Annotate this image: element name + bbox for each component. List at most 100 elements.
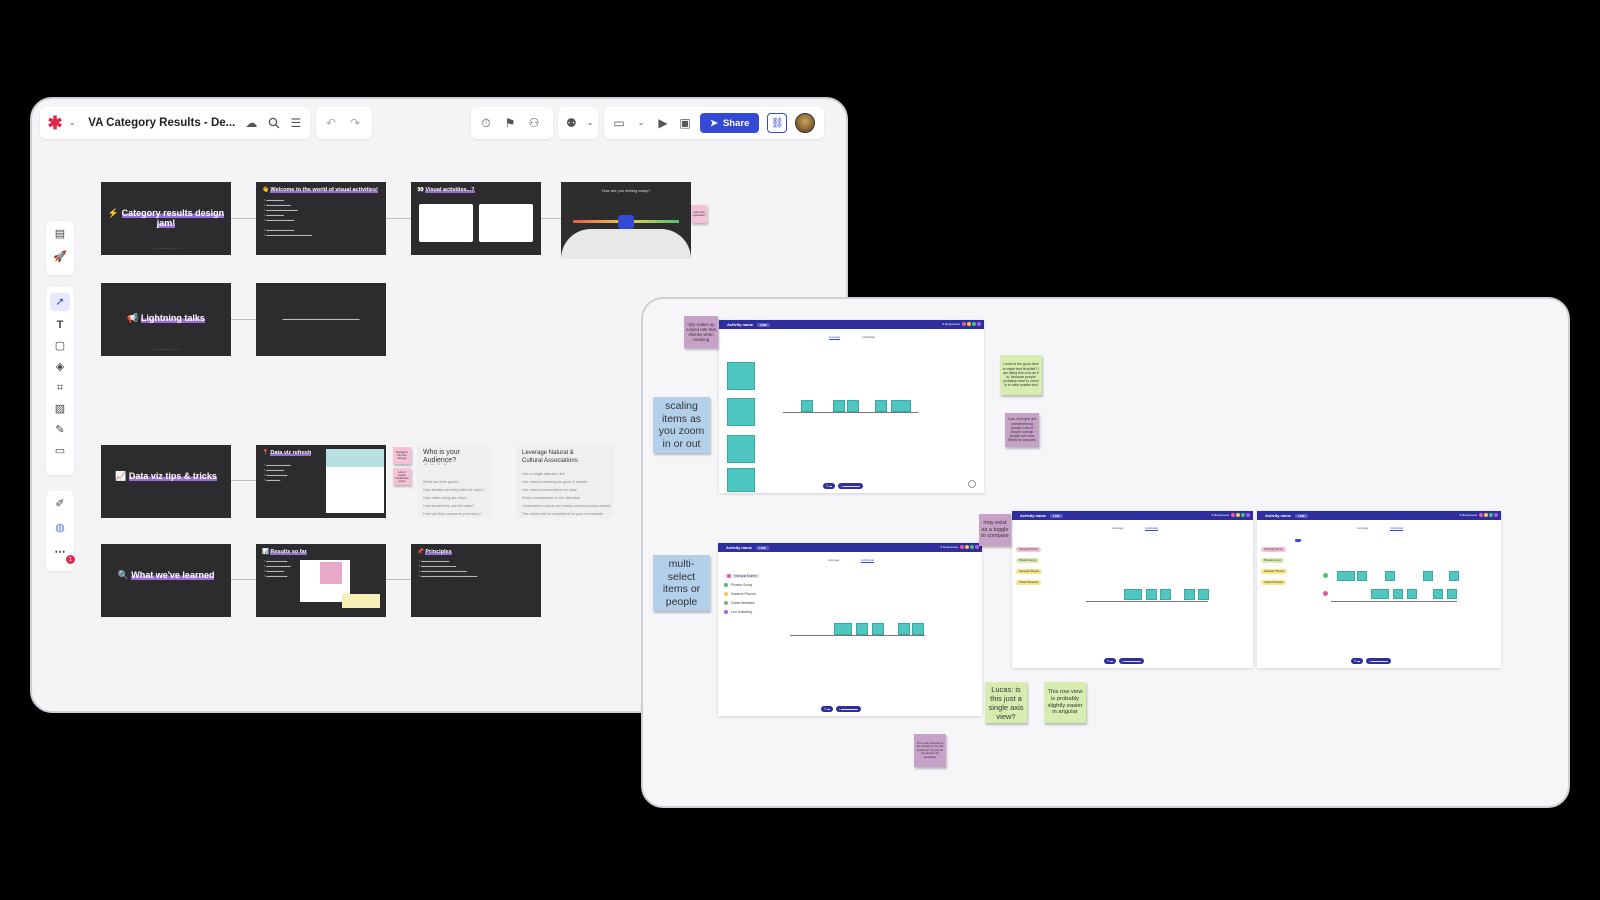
slide-category-results[interactable]: ⚡ Category results design jam! ·········… bbox=[101, 182, 231, 255]
compare-toggle[interactable] bbox=[1295, 539, 1301, 542]
text-tool-icon[interactable]: T bbox=[56, 318, 64, 331]
slide-visual-activities[interactable]: 👀 Visual activities...? bbox=[411, 182, 541, 255]
slide-welcome[interactable]: 👋 Welcome to the world of visual activit… bbox=[256, 182, 386, 255]
person-chip[interactable]: Vishapla Murrell bbox=[1016, 547, 1041, 552]
integrations-icon[interactable]: ◍ bbox=[55, 521, 65, 534]
draw-icon[interactable]: ✐ bbox=[55, 497, 65, 510]
item-tile[interactable] bbox=[1337, 571, 1355, 581]
sticky-note[interactable]: multi-select items or people bbox=[653, 555, 710, 611]
item-tile[interactable] bbox=[834, 623, 852, 635]
item-tile[interactable] bbox=[727, 468, 755, 492]
tab-individual[interactable]: Individual bbox=[1390, 526, 1403, 531]
menu-icon[interactable]: ☰ bbox=[290, 116, 302, 130]
tab-individual[interactable]: Individual bbox=[862, 335, 875, 339]
item-tile[interactable] bbox=[1371, 589, 1389, 599]
slide-what-weve-learned[interactable]: 🔍 What we've learned bbox=[101, 544, 231, 617]
slide-audience[interactable]: Who is your Audience? ☺ ☺ ☺ ☺ What are t… bbox=[417, 445, 491, 518]
person-chip[interactable]: Vishapla Murrell bbox=[1261, 547, 1286, 552]
export-button[interactable]: ⤓ ▬▬▬▬▬▬ bbox=[1365, 658, 1391, 664]
slide-data-viz-tips[interactable]: 📈 Data viz tips & tricks bbox=[101, 445, 231, 518]
item-tile[interactable] bbox=[1393, 589, 1403, 599]
item-tile[interactable] bbox=[1449, 571, 1459, 581]
voting-icon[interactable]: ⚑ bbox=[504, 116, 516, 130]
sticky-note[interactable]: Looks is the good here to make text fit … bbox=[1000, 355, 1042, 395]
slide-results-so-far[interactable]: 📊 Results so far ▪ ▬▬▬▬▬▬▪ ▬▬▬▬▬▬▬▪ ▬▬▬▬… bbox=[256, 544, 386, 617]
sticky-note[interactable]: Lucas: is this just a single axis view? bbox=[985, 682, 1027, 723]
board-title[interactable]: VA Category Results - De... bbox=[88, 117, 236, 129]
zoom-control[interactable] bbox=[968, 480, 976, 488]
item-tile[interactable] bbox=[891, 400, 911, 412]
search-icon[interactable] bbox=[267, 116, 280, 130]
chevron-down-icon[interactable]: ⌄ bbox=[586, 118, 594, 127]
sticky-note[interactable]: only scales up a fixed rate that shrinks… bbox=[684, 316, 718, 348]
copy-link-icon[interactable]: ⛓ bbox=[767, 113, 788, 133]
person-row[interactable]: Vishapla Murrell bbox=[724, 574, 760, 578]
redo-icon[interactable]: ↷ bbox=[349, 116, 361, 130]
person-chip[interactable]: Savanah Phoenix bbox=[1261, 569, 1288, 574]
frame-tool-icon[interactable]: ⌗ bbox=[56, 381, 64, 394]
person-row[interactable]: Savanah Phoenix bbox=[724, 592, 756, 596]
slide-lightning-talks[interactable]: 📢 Lightning talks ······················… bbox=[101, 283, 231, 356]
person-chip[interactable]: Phoebe Gunny bbox=[1261, 558, 1285, 563]
person-row[interactable]: Phoebe Gunny bbox=[724, 583, 752, 587]
person-row[interactable]: Ciaran Westwick bbox=[724, 601, 755, 605]
tab-individual[interactable]: Individual bbox=[1145, 526, 1158, 531]
sticky-note[interactable]: This row view is probably slightly easie… bbox=[1044, 682, 1086, 723]
item-tile[interactable] bbox=[727, 362, 755, 390]
tab-average[interactable]: Average bbox=[828, 558, 840, 562]
image-tool-icon[interactable]: ▨ bbox=[54, 402, 66, 415]
comment-tool-icon[interactable]: ▭ bbox=[54, 444, 66, 457]
item-tile[interactable] bbox=[856, 623, 868, 635]
templates-rocket-icon[interactable]: 🚀 bbox=[53, 250, 67, 263]
sticky-note[interactable]: may exist as a toggle to compare bbox=[979, 514, 1011, 546]
item-tile[interactable] bbox=[1184, 589, 1195, 600]
sticky-note[interactable]: scaling items as you zoom in or out bbox=[653, 397, 710, 453]
export-button[interactable]: ⤓ ▬▬▬▬▬▬ bbox=[1118, 658, 1144, 664]
video-icon[interactable]: ▣ bbox=[679, 116, 691, 130]
user-avatar[interactable] bbox=[795, 113, 816, 133]
item-tile[interactable] bbox=[912, 623, 924, 635]
item-tile[interactable] bbox=[1423, 571, 1433, 581]
item-tile[interactable] bbox=[872, 623, 884, 635]
app-logo-icon[interactable]: ✱ bbox=[47, 113, 63, 133]
item-tile[interactable] bbox=[1447, 589, 1457, 599]
select-cursor-icon[interactable]: ➚ bbox=[50, 293, 70, 311]
item-tile[interactable] bbox=[801, 400, 813, 412]
chevron-down-icon[interactable]: ⌄ bbox=[637, 118, 645, 127]
sticky-note-icon[interactable]: ▢ bbox=[54, 339, 66, 352]
person-chip[interactable]: Ciaran Westwick bbox=[1016, 580, 1042, 585]
tab-individual[interactable]: Individual bbox=[861, 558, 874, 563]
undo-icon[interactable]: ↶ bbox=[325, 116, 337, 130]
more-icon[interactable]: ⋯ bbox=[54, 545, 66, 558]
tab-average[interactable]: Average bbox=[1112, 526, 1124, 530]
item-tile[interactable] bbox=[1407, 589, 1417, 599]
item-tile[interactable] bbox=[1357, 571, 1367, 581]
person-chip[interactable]: Savanah Phoenix bbox=[1016, 569, 1043, 574]
slide-blank-dark[interactable]: ▬▬▬▬▬▬▬▬▬▬▬▬▬▬▬▬▬▬▬▬▬▬ bbox=[256, 283, 386, 356]
follow-me-icon[interactable]: ⚇ bbox=[528, 116, 540, 130]
frames-panel-icon[interactable]: ▤ bbox=[54, 227, 66, 240]
item-tile[interactable] bbox=[727, 398, 755, 426]
edit-button[interactable]: ✎ ▬ bbox=[1351, 658, 1363, 664]
cloud-sync-icon[interactable]: ☁ bbox=[245, 116, 258, 130]
item-tile[interactable] bbox=[1160, 589, 1171, 600]
item-tile[interactable] bbox=[875, 400, 887, 412]
timer-icon[interactable]: ⏱ bbox=[481, 116, 491, 130]
export-button[interactable]: ⤓ ▬▬▬▬▬▬ bbox=[835, 706, 861, 712]
sticky-note[interactable]: Label with explanation bbox=[691, 205, 707, 223]
item-tile[interactable] bbox=[847, 400, 859, 412]
pen-tool-icon[interactable]: ✎ bbox=[55, 423, 65, 436]
comment-icon[interactable]: ▭ bbox=[613, 116, 625, 130]
edit-button[interactable]: ✎ ▬ bbox=[823, 483, 835, 489]
person-row[interactable]: Levi Holdsberg bbox=[724, 610, 752, 614]
item-tile[interactable] bbox=[1124, 589, 1142, 600]
tab-average[interactable]: Average bbox=[829, 335, 841, 340]
item-tile[interactable] bbox=[727, 435, 755, 463]
slide-principles[interactable]: 📌 Principles ▪ ▬▬▬▬▬▬▬▬▪ ▬▬▬▬▬▬▬▬▬▬▪ ▬▬▬… bbox=[411, 544, 541, 617]
item-tile[interactable] bbox=[1433, 589, 1443, 599]
share-button[interactable]: ➤Share bbox=[700, 113, 760, 133]
sticky-note[interactable]: Lots of people visualisation points bbox=[393, 468, 411, 485]
